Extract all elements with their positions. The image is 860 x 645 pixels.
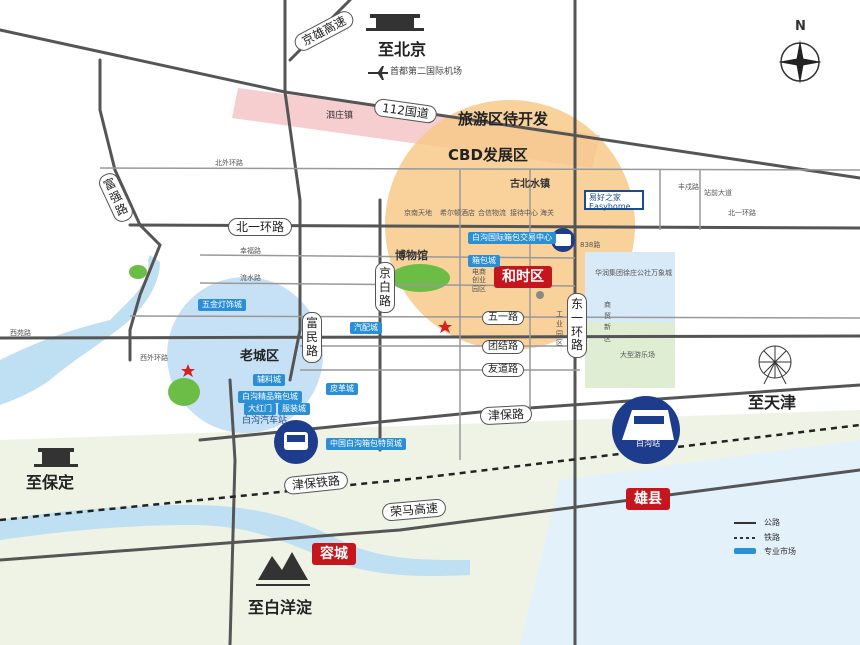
place-jingnan: 京南天地 <box>404 209 432 217</box>
dest-baoding: 至保定 <box>26 473 75 492</box>
zone-heshi: 和时区 <box>494 266 552 288</box>
place-autoparts: 汽配城 <box>350 322 382 334</box>
road-xingfu: 幸福路 <box>240 247 261 255</box>
park-3 <box>129 265 147 279</box>
road-liushui: 流水路 <box>240 274 261 282</box>
road-north-outer: 北外环路 <box>215 159 243 167</box>
train-station-icon <box>612 396 680 464</box>
zone-tourism: 旅游区待开发 <box>458 110 549 128</box>
zone-cbd: CBD发展区 <box>448 146 528 164</box>
mountain-icon <box>256 552 310 586</box>
ferris-wheel-icon <box>758 345 792 385</box>
road-tuanjie: 团结路 <box>482 340 524 354</box>
place-dahongmen: 大红门 <box>244 403 276 415</box>
star-icon <box>438 320 452 333</box>
place-baigou-mall: 白沟精品箱包城 <box>238 391 302 403</box>
place-bag-center: 箱包城 <box>468 255 500 267</box>
place-huarun: 华润集团徐庄公社万象城 <box>595 269 672 277</box>
place-xiongfa: 中国白沟箱包特贸城 <box>326 438 406 450</box>
place-dianshang: 电商创业园区 <box>472 268 486 293</box>
river-west <box>0 255 160 405</box>
place-xierdun: 希尔顿酒店 <box>440 209 475 217</box>
place-industrial: 工业园区 <box>556 310 563 348</box>
place-gubei: 古北水镇 <box>510 179 550 190</box>
easyhome-box: 易好之家 Easyhome <box>584 190 644 211</box>
amusement-block <box>585 322 675 388</box>
road-xiyuan: 西苑路 <box>10 329 31 337</box>
legend-road: 公路 <box>764 518 780 527</box>
beijing-gate-icon <box>366 14 424 31</box>
cbd-zone <box>385 100 635 350</box>
road-jingbai: 京白路 <box>375 262 395 314</box>
place-bus-station: 白沟汽车站 <box>242 416 288 426</box>
bus-icon <box>551 228 575 252</box>
dest-baiyangdian: 至白洋淀 <box>248 598 313 617</box>
road-north-ring1: 北一环路 <box>228 218 293 236</box>
trade-zone-block <box>585 252 675 322</box>
road-east-ring1: 东一环路 <box>567 293 587 359</box>
place-rail-station: 白沟站 <box>636 439 660 448</box>
compass-n: N <box>795 19 806 34</box>
park-2 <box>168 378 200 406</box>
place-textile-mall: 白沟国际箱包交易中心 <box>468 232 556 244</box>
park-1 <box>390 264 450 292</box>
easyhome-cn: 易好之家 <box>589 193 621 202</box>
place-haiguan: 海关 <box>540 209 554 217</box>
airport-label: 首都第二国际机场 <box>390 67 463 77</box>
place-amusement: 大型游乐场 <box>620 351 655 359</box>
place-wujin: 五金灯饰城 <box>198 299 246 311</box>
place-handicraft: 辅料城 <box>253 374 285 386</box>
place-shoes-city: 服装城 <box>278 403 310 415</box>
road-north-ring1-east: 北一环路 <box>728 209 756 217</box>
dest-tianjin: 至天津 <box>748 393 797 412</box>
airplane-icon <box>368 66 388 80</box>
place-shoes: 皮革城 <box>326 383 358 395</box>
heshi-marker <box>536 291 544 299</box>
zone-rongcheng: 容城 <box>312 543 356 565</box>
place-trade-zone: 商贸新区 <box>604 301 611 343</box>
jinbao-railway <box>0 423 860 522</box>
legend-market: 专业市场 <box>764 547 796 556</box>
road-wuyi: 五一路 <box>482 311 524 325</box>
place-jiuzhuang: 泗庄镇 <box>326 111 354 121</box>
legend-market-swatch <box>734 548 756 554</box>
place-museum: 博物馆 <box>395 249 428 262</box>
zone-oldtown: 老城区 <box>240 349 280 364</box>
bus-station-icon <box>274 420 318 464</box>
road-fengxu: 丰戍路 <box>678 183 699 191</box>
xiongxian-area <box>520 440 860 645</box>
road-fumin: 富民路 <box>302 312 322 364</box>
dest-beijing: 至北京 <box>378 40 427 59</box>
star-icon <box>181 364 195 377</box>
road-west-outer: 西外环路 <box>140 354 168 362</box>
zone-xiongxian: 雄县 <box>626 488 670 510</box>
road-838: 838路 <box>580 241 601 249</box>
compass-icon <box>778 40 822 84</box>
easyhome-en: Easyhome <box>589 202 631 211</box>
place-jiedai: 接待中心 <box>510 209 538 217</box>
legend-rail: 铁路 <box>764 533 780 542</box>
place-hexin: 合信物流 <box>478 209 506 217</box>
road-zhanqian: 站前大道 <box>704 189 732 197</box>
road-youdao: 友道路 <box>482 363 524 377</box>
baoding-gate-icon <box>34 448 78 467</box>
road-jinbao: 津保路 <box>479 404 533 426</box>
